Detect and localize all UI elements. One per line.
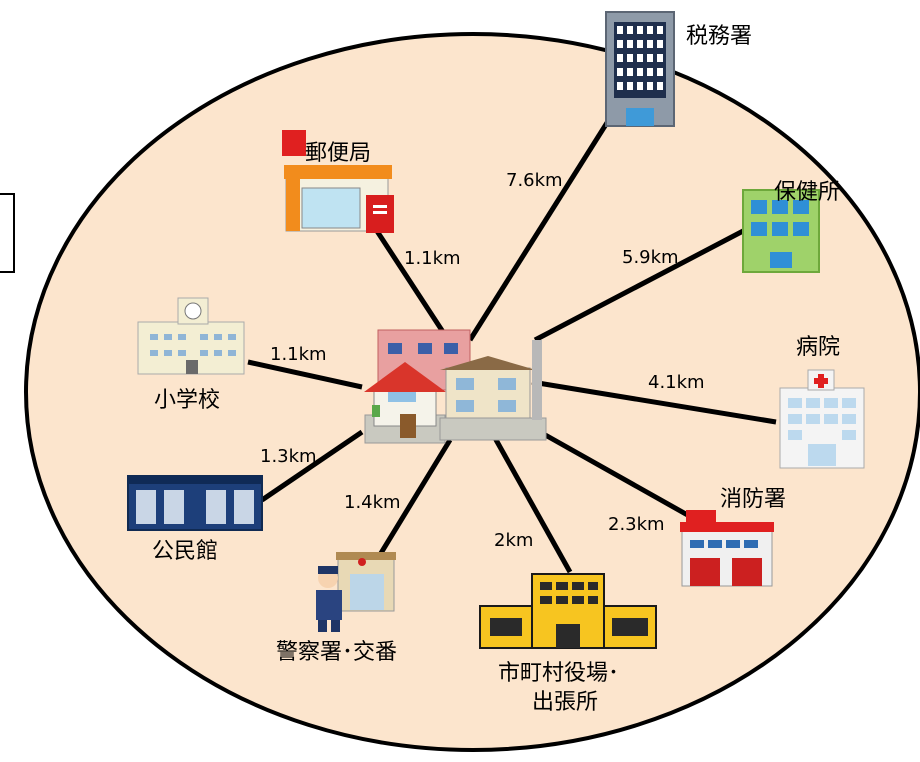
school-icon: [137, 297, 245, 375]
distance-hospital: 4.1km: [648, 372, 705, 393]
label-post-office: 郵便局: [305, 141, 372, 166]
label-community-hall: 公民館: [152, 539, 219, 564]
line-police: [375, 438, 453, 560]
label-tax-office: 税務署: [686, 24, 753, 49]
line-health-center: [533, 227, 747, 343]
connector-lines: [247, 116, 777, 574]
distance-health-center: 5.9km: [622, 247, 679, 268]
label-city-hall-line2: 出張所: [532, 690, 599, 715]
distance-fire-station: 2.3km: [608, 514, 665, 535]
city-hall-icon: [479, 573, 657, 649]
distance-police: 1.4km: [344, 492, 401, 513]
office-building-icon: [605, 11, 675, 127]
line-hospital: [531, 379, 777, 425]
houses-icon: [364, 329, 547, 444]
fire-station-icon: [680, 510, 774, 587]
label-city-hall-line1: 市町村役場･: [498, 661, 620, 686]
health-center-icon: [742, 189, 820, 273]
post-office-icon: [282, 130, 394, 233]
line-post-office: [372, 226, 448, 337]
distance-community-hall: 1.3km: [260, 446, 317, 467]
label-health-center: 保健所: [774, 180, 841, 205]
distance-city-hall: 2km: [494, 530, 534, 551]
community-hall-icon: [127, 475, 263, 531]
distance-post-office: 1.1km: [404, 248, 461, 269]
label-fire-station: 消防署: [720, 487, 787, 512]
label-hospital: 病院: [796, 335, 841, 360]
label-elementary-school: 小学校: [154, 388, 221, 413]
line-tax-office: [467, 116, 613, 342]
police-box-icon: [316, 552, 396, 632]
label-police: 警察署･交番: [276, 640, 398, 665]
line-fire-station: [538, 429, 702, 525]
left-edge-frame: [0, 193, 15, 273]
line-community-hall: [260, 429, 364, 503]
line-city-hall: [492, 436, 573, 574]
line-elementary-school: [247, 359, 363, 390]
hospital-icon: [779, 369, 865, 469]
distance-elementary-school: 1.1km: [270, 344, 327, 365]
distance-tax-office: 7.6km: [506, 170, 563, 191]
